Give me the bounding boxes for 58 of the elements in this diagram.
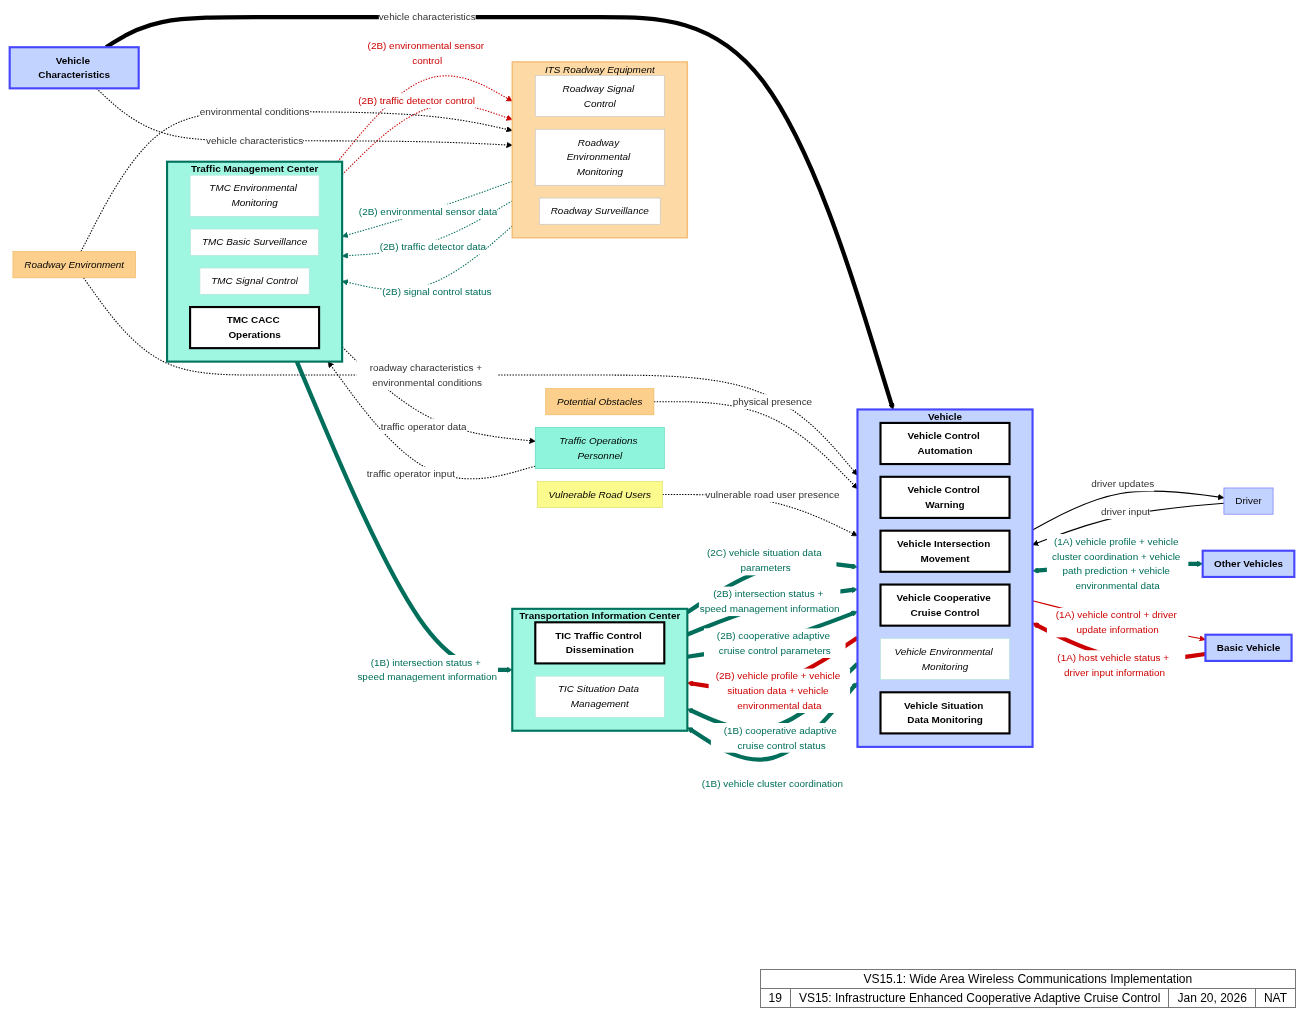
- edge-label: traffic operator data: [380, 420, 467, 432]
- node-box: Roadway Environmental Monitoring: [534, 128, 665, 186]
- node-box: Vehicle Control Warning: [879, 475, 1011, 519]
- edge-label: (2B) environmental sensor data: [358, 205, 498, 218]
- arrow: [1032, 502, 1225, 546]
- edge-label: driver input: [1100, 505, 1150, 518]
- edge-label: vulnerable road user presence: [705, 488, 840, 500]
- edge-label: driver updates: [1091, 478, 1155, 490]
- node-box: Roadway Signal Control: [534, 75, 665, 117]
- edge-label: traffic operator input: [366, 468, 455, 480]
- edge-label: roadway characteristics + environmental conditions: [369, 361, 483, 388]
- title-block-cell: VS15: Infrastructure Enhanced Cooperative Adaptive Cruise Control: [790, 988, 1169, 1008]
- node-box: Other Vehicles: [1201, 549, 1296, 578]
- title-block-cell: Jan 20, 2026: [1168, 988, 1256, 1008]
- node-box: Vulnerable Road Users: [536, 481, 663, 508]
- node-box: Vehicle Cooperative Cruise Control: [879, 583, 1011, 627]
- node-box: Vehicle Characteristics: [8, 46, 140, 90]
- node-box: TMC Signal Control: [199, 267, 310, 295]
- title-block-cell: 19: [760, 988, 791, 1008]
- edge-label: (1A) vehicle profile + vehicle cluster coordination + vehicle path prediction + vehicle environmental data: [1052, 535, 1181, 592]
- edge-label: (2B) traffic detector data: [379, 241, 487, 253]
- node-box: Vehicle Situation Data Monitoring: [879, 691, 1011, 735]
- node-box: Basic Vehicle: [1204, 633, 1293, 662]
- edge-label: physical presence: [732, 395, 813, 407]
- arrow: [80, 111, 513, 253]
- edge-label: (2B) environmental sensor control: [367, 40, 484, 67]
- title-block-cell: NAT: [1255, 988, 1296, 1008]
- node-box: Vehicle Control Automation: [879, 421, 1011, 466]
- edge-label: (2B) vehicle profile + vehicle situation data + vehicle environmental data: [715, 669, 841, 711]
- edge-label: (1B) cooperative adaptive cruise control status: [723, 724, 837, 751]
- node-box: TIC Traffic Control Dissemination: [534, 621, 666, 665]
- edge-label: (1B) vehicle cluster coordination: [701, 777, 844, 789]
- arrow: [327, 361, 536, 480]
- node-box: TMC CACC Operations: [189, 305, 321, 350]
- node-box: Vehicle Intersection Movement: [879, 529, 1011, 573]
- title-block-cell: VS15.1: Wide Area Wireless Communications Implementation: [760, 969, 1296, 989]
- edge-label: (2B) cooperative adaptive cruise control parameters: [716, 629, 831, 656]
- node-box: Potential Obstacles: [545, 388, 655, 416]
- edge-label: vehicle characteristics: [378, 11, 476, 23]
- node-box: TIC Situation Data Management: [534, 675, 665, 718]
- node-box: Roadway Environment: [12, 251, 136, 279]
- arrow: [1032, 490, 1225, 531]
- edge-label: (2C) vehicle situation data parameters: [706, 547, 822, 574]
- edge-label: environmental conditions: [199, 105, 310, 118]
- edge-label: vehicle characteristics: [206, 134, 304, 147]
- arrow: [294, 360, 513, 673]
- node-box: TMC Basic Surveillance: [190, 228, 319, 256]
- edge-label: (2B) signal control status: [382, 285, 492, 298]
- edge-label: (1B) intersection status + speed management information: [357, 656, 497, 683]
- edge-label: (2B) intersection status + speed management information: [699, 587, 840, 615]
- node-box: Driver: [1223, 487, 1274, 515]
- edge-label: (2B) traffic detector control: [358, 94, 475, 106]
- node-box: Traffic Operations Personnel: [534, 427, 665, 469]
- node-box: Roadway Surveillance: [539, 197, 661, 225]
- node-box: TMC Environmental Monitoring: [189, 174, 320, 217]
- arrow: [104, 15, 895, 410]
- arrow: [83, 277, 858, 476]
- node-box: Vehicle Environmental Monitoring: [880, 638, 1010, 680]
